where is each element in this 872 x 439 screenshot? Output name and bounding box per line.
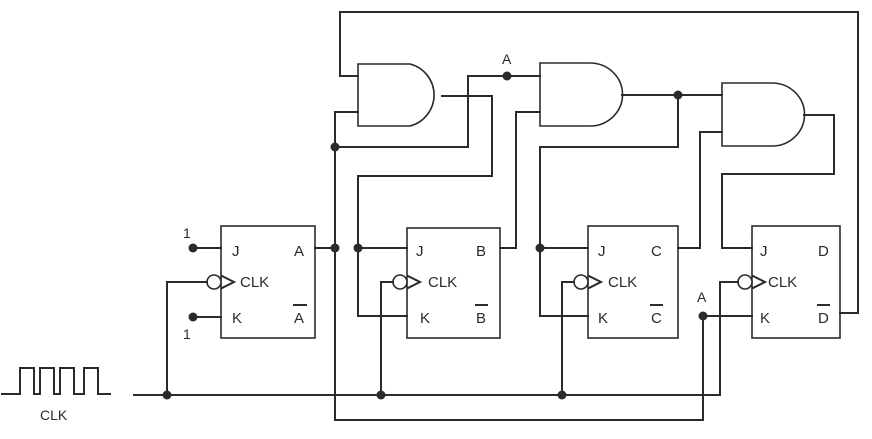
logic-high-terminal-k <box>188 312 198 322</box>
ff-b-q-label: B <box>476 243 486 260</box>
ff-a-clk-label: CLK <box>240 274 269 291</box>
logic-high-terminal-j <box>188 243 198 253</box>
ff-d-j-label: J <box>760 243 768 260</box>
ff-c-j-label: J <box>598 243 606 260</box>
ff-b-clk-label: CLK <box>428 274 457 291</box>
wiring <box>166 11 859 421</box>
ff-d-clk-triangle <box>751 274 768 290</box>
ff-b-qbar-label: B <box>476 310 486 327</box>
ff-b-clk-triangle <box>406 274 423 290</box>
and-gate-3 <box>721 82 806 147</box>
ff-c-qbar-label: C <box>651 310 662 327</box>
ff-a-q-label: A <box>294 243 304 260</box>
ff-a-k-label: K <box>232 310 242 327</box>
ff-a-clk-bubble <box>206 274 222 290</box>
ff-b-j-label: J <box>416 243 424 260</box>
and-gate-1 <box>357 63 435 127</box>
ff-c-clk-triangle <box>587 274 604 290</box>
ff-b-clk-bubble <box>392 274 408 290</box>
ff-c-clk-label: CLK <box>608 274 637 291</box>
ff-c-clk-bubble <box>573 274 589 290</box>
clock-input-label: CLK <box>40 407 68 423</box>
ff-c-k-label: K <box>598 310 608 327</box>
ff-d-clk-bubble <box>737 274 753 290</box>
ff-c-q-label: C <box>651 243 662 260</box>
ff-b-k-label: K <box>420 310 430 327</box>
ff-a-clk-triangle <box>220 274 237 290</box>
ff-a-qbar-label: A <box>294 310 304 327</box>
flip-flop-b: J CLK K B B <box>392 227 501 339</box>
and-output-a-label: A <box>502 51 512 67</box>
clock-waveform: CLK <box>1 367 111 423</box>
k-input-a-label: A <box>697 289 707 305</box>
ff-d-q-label: D <box>818 243 829 260</box>
flip-flop-d: J CLK K D D <box>737 225 841 339</box>
ff-d-qbar-label: D <box>818 310 829 327</box>
and-gate-2 <box>539 62 624 127</box>
flip-flop-c: J CLK K C C <box>573 225 679 339</box>
ff-d-clk-label: CLK <box>768 274 797 291</box>
ff-a-j-label: J <box>232 243 240 260</box>
flip-flop-a: J CLK K A A <box>206 225 316 339</box>
ff-d-k-label: K <box>760 310 770 327</box>
junction-dots <box>162 71 708 400</box>
logic-high-label-j: 1 <box>183 225 191 241</box>
logic-high-label-k: 1 <box>183 326 191 342</box>
